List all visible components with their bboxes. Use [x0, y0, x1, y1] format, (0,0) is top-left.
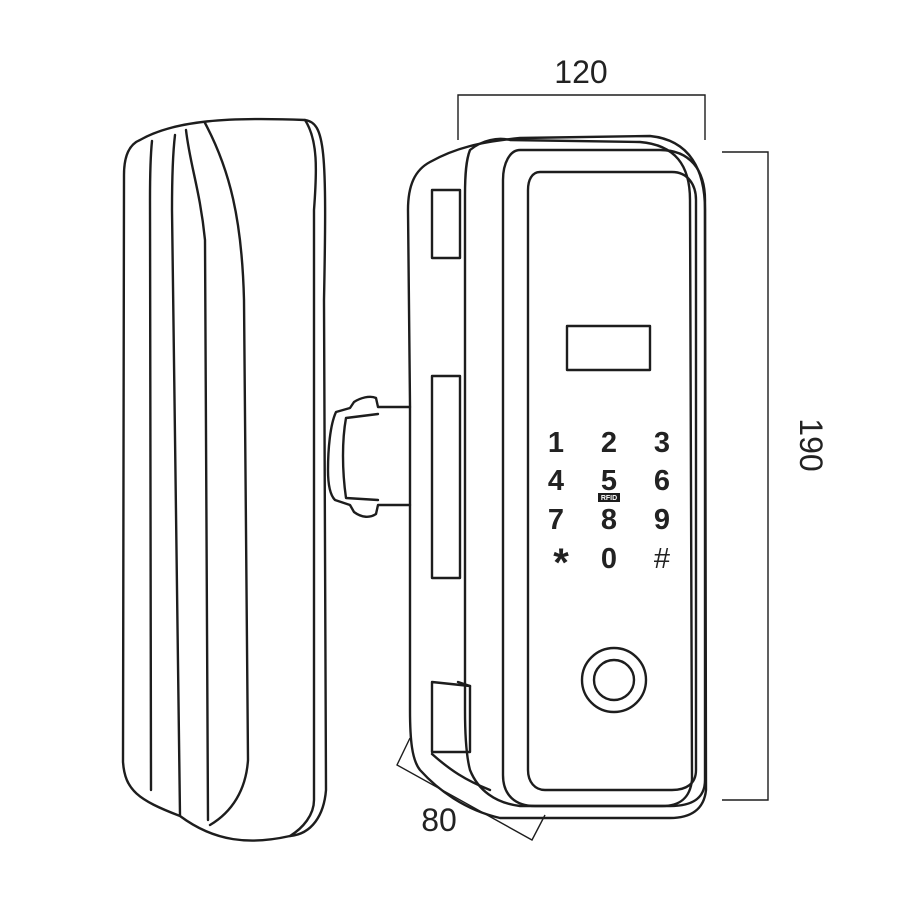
- fingerprint-sensor-icon[interactable]: [580, 646, 648, 714]
- dimension-depth-label: 80: [421, 802, 457, 838]
- rfid-label: RFID: [601, 495, 617, 502]
- strike-plate: [121, 117, 328, 842]
- rfid-badge: RFID: [598, 493, 620, 502]
- side-slot-middle: [430, 374, 462, 580]
- key-star[interactable]: *: [553, 541, 569, 585]
- side-slot-top: [430, 188, 462, 260]
- key-4[interactable]: 4: [548, 465, 564, 497]
- side-slot-bottom: [430, 680, 472, 754]
- dimension-depth: 80: [396, 737, 546, 841]
- connector-bracket: [326, 395, 412, 518]
- key-7[interactable]: 7: [548, 504, 564, 536]
- dimension-height: 190: [722, 151, 829, 801]
- key-8[interactable]: 8: [601, 504, 617, 536]
- key-2[interactable]: 2: [601, 427, 617, 459]
- key-5[interactable]: 5: [601, 465, 617, 497]
- key-6[interactable]: 6: [654, 465, 670, 497]
- lock-body: [406, 134, 708, 820]
- dimension-height-label: 190: [793, 418, 829, 471]
- display-window: [565, 324, 652, 372]
- dimension-width: 120: [457, 54, 706, 140]
- keypad: 1 2 3 4 5 6 RFID 7 8 9 * 0 #: [548, 427, 670, 585]
- key-1[interactable]: 1: [548, 427, 564, 459]
- key-9[interactable]: 9: [654, 504, 670, 536]
- key-0[interactable]: 0: [601, 543, 617, 575]
- dimension-width-label: 120: [554, 54, 607, 90]
- key-hash[interactable]: #: [654, 543, 670, 575]
- key-3[interactable]: 3: [654, 427, 670, 459]
